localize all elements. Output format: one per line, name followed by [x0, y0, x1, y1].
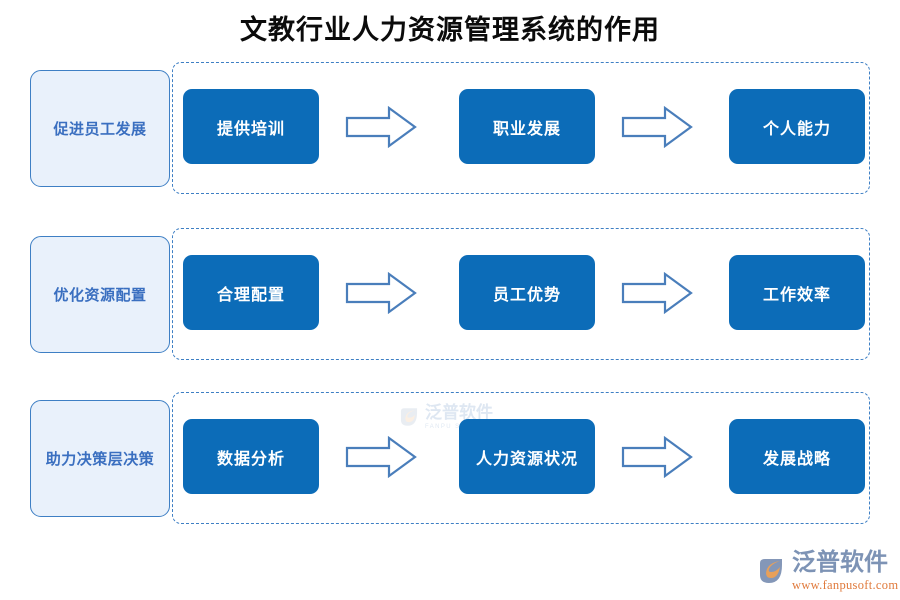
- flow-row: 促进员工发展 提供培训 职业发展 个人能力: [0, 62, 900, 202]
- brand-text: 泛普软件 www.fanpusoft.com: [792, 551, 898, 592]
- step-label: 提供培训: [216, 120, 285, 138]
- arrow-right-icon: [621, 435, 693, 479]
- step-box-2-2[interactable]: 发展战略: [729, 419, 865, 494]
- flow-row: 优化资源配置 合理配置 员工优势 工作效率: [0, 228, 900, 368]
- category-box-1[interactable]: 优化资源配置: [30, 236, 170, 353]
- step-box-2-0[interactable]: 数据分析: [183, 419, 319, 494]
- step-box-0-2[interactable]: 个人能力: [729, 89, 865, 164]
- step-box-0-0[interactable]: 提供培训: [183, 89, 319, 164]
- page-title: 文教行业人力资源管理系统的作用: [240, 15, 660, 45]
- category-label: 优化资源配置: [53, 288, 147, 304]
- flow-row: 助力决策层决策 数据分析 人力资源状况 发展战略: [0, 392, 900, 532]
- brand-url: www.fanpusoft.com: [792, 577, 899, 592]
- arrow-right-icon: [345, 271, 417, 315]
- step-label: 发展战略: [762, 450, 831, 468]
- step-label: 合理配置: [216, 286, 285, 304]
- category-label: 促进员工发展: [53, 122, 147, 138]
- step-label: 工作效率: [762, 286, 831, 304]
- step-group-2: 数据分析 人力资源状况 发展战略: [172, 392, 870, 524]
- arrow-right-icon: [621, 271, 693, 315]
- step-box-1-1[interactable]: 员工优势: [459, 255, 595, 330]
- arrow-right-icon: [345, 105, 417, 149]
- arrow-right-icon: [621, 105, 693, 149]
- step-label: 个人能力: [762, 120, 831, 138]
- brand-logo: 泛普软件 www.fanpusoft.com: [756, 548, 898, 594]
- step-box-1-2[interactable]: 工作效率: [729, 255, 865, 330]
- step-box-0-1[interactable]: 职业发展: [459, 89, 595, 164]
- category-box-2[interactable]: 助力决策层决策: [30, 400, 170, 517]
- step-label: 员工优势: [492, 286, 561, 304]
- step-group-0: 提供培训 职业发展 个人能力: [172, 62, 870, 194]
- step-label: 职业发展: [492, 120, 561, 138]
- category-box-0[interactable]: 促进员工发展: [30, 70, 170, 187]
- step-box-2-1[interactable]: 人力资源状况: [459, 419, 595, 494]
- step-box-1-0[interactable]: 合理配置: [183, 255, 319, 330]
- fanpu-logo-icon: [756, 556, 786, 586]
- step-label: 人力资源状况: [475, 450, 578, 468]
- step-group-1: 合理配置 员工优势 工作效率: [172, 228, 870, 360]
- step-label: 数据分析: [216, 450, 285, 468]
- brand-name: 泛普软件: [792, 549, 888, 576]
- category-label: 助力决策层决策: [45, 452, 155, 468]
- arrow-right-icon: [345, 435, 417, 479]
